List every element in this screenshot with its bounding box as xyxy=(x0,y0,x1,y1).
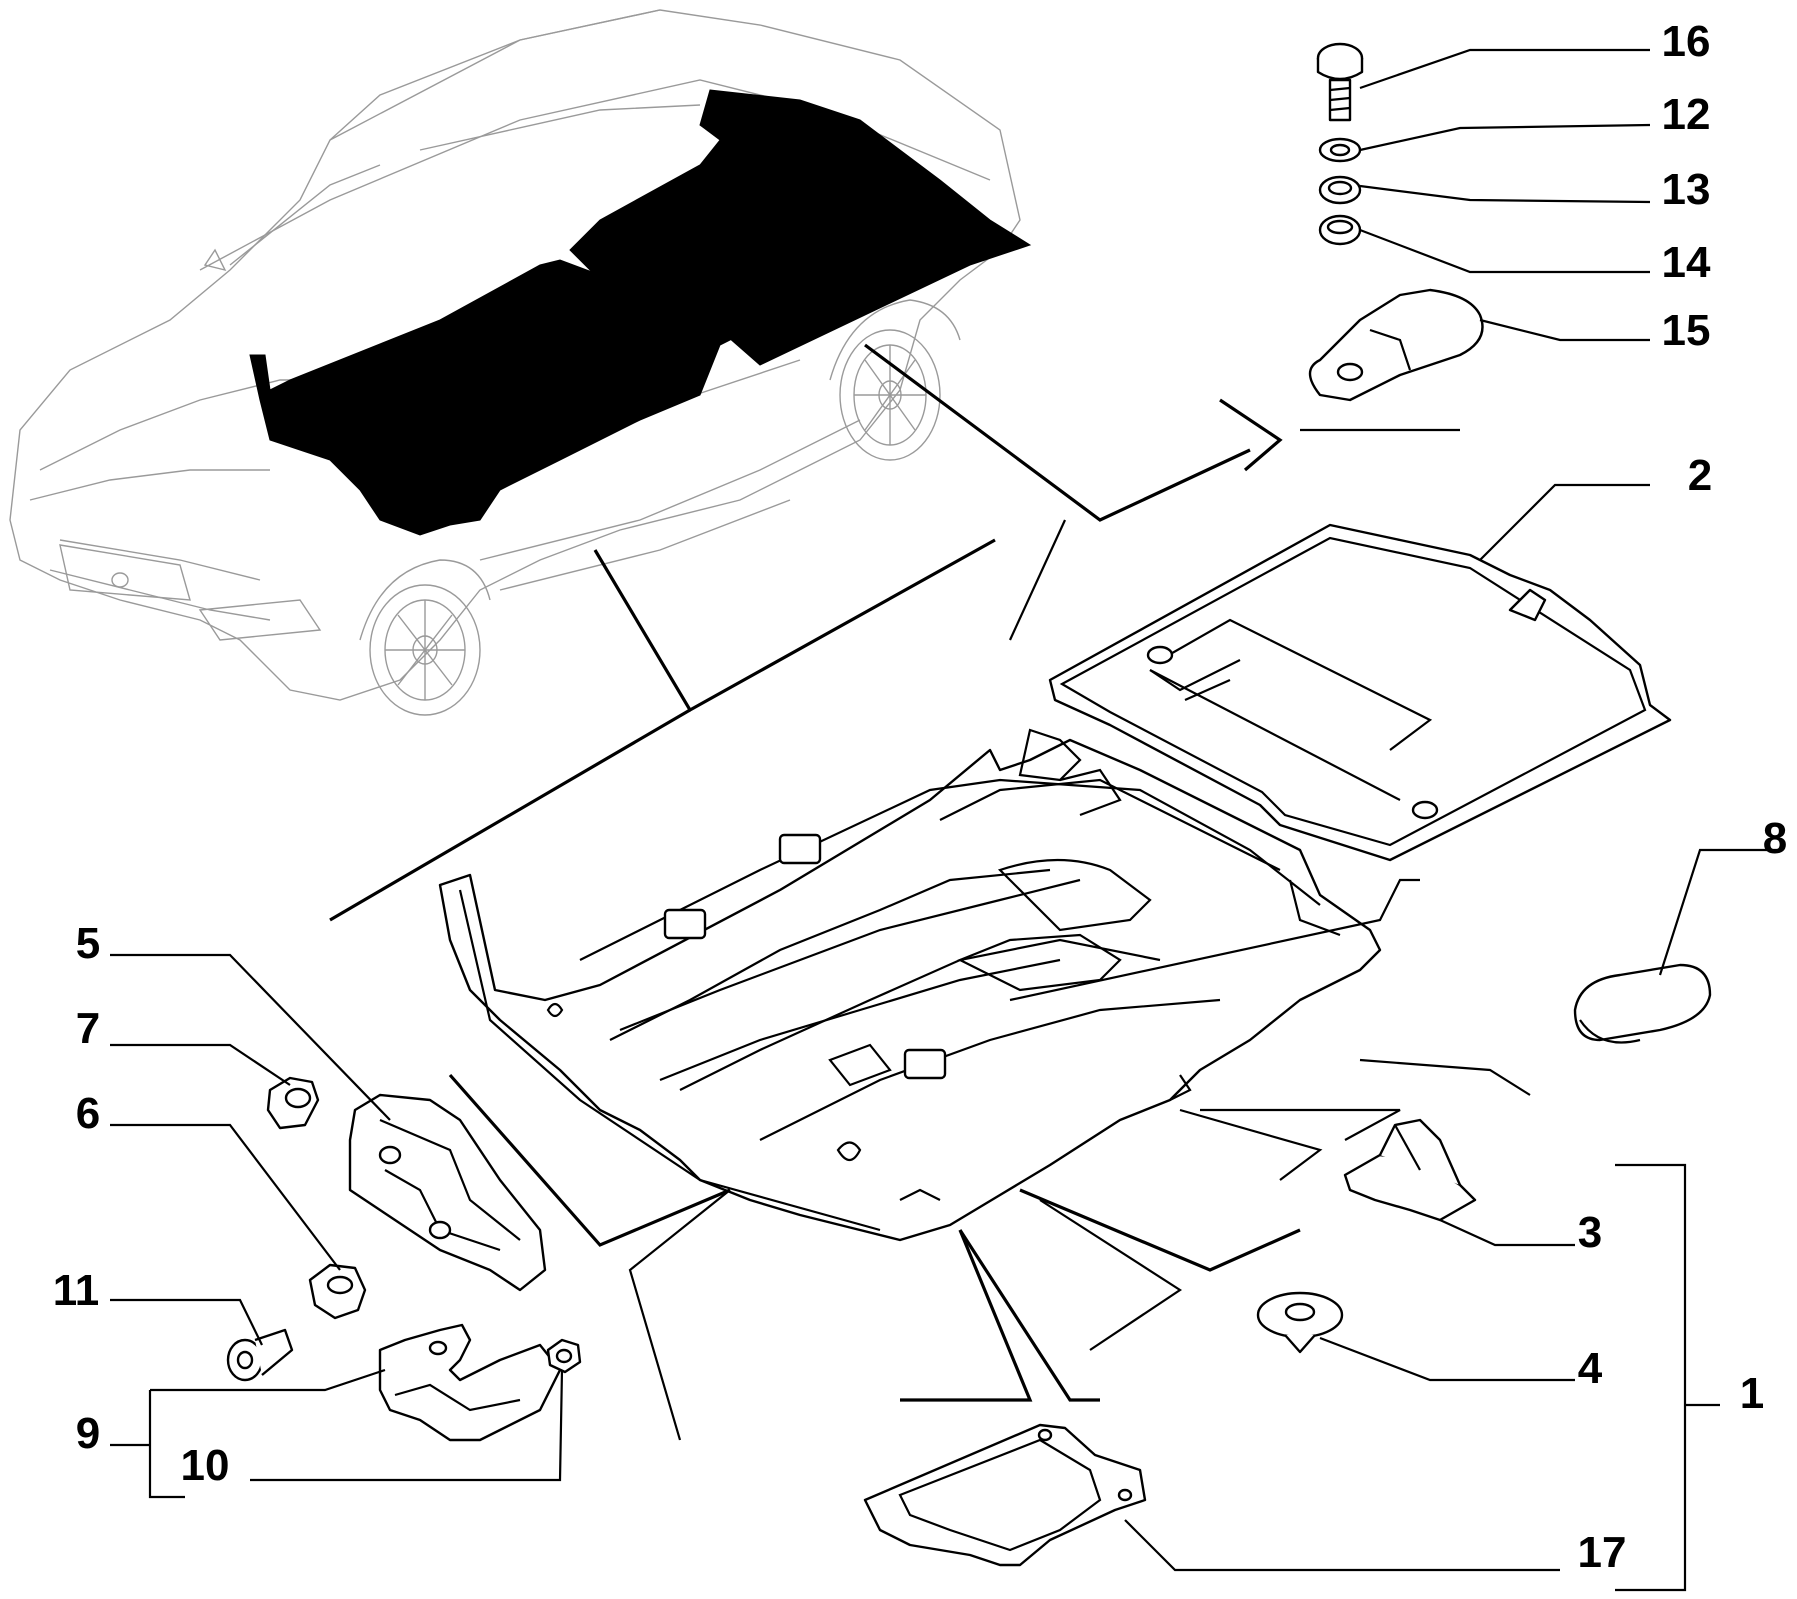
fastener-stack xyxy=(1308,42,1484,402)
callout-8: 8 xyxy=(1763,814,1787,863)
callout-12: 12 xyxy=(1662,90,1711,139)
callout-4: 4 xyxy=(1578,1344,1603,1393)
part-8-plug xyxy=(1573,963,1712,1044)
callout-17: 17 xyxy=(1578,1528,1627,1577)
callout-14: 14 xyxy=(1662,238,1711,287)
callout-15: 15 xyxy=(1662,306,1711,355)
callout-6: 6 xyxy=(76,1089,100,1138)
car-floor-highlight xyxy=(249,89,1032,536)
small-parts-right xyxy=(863,1118,1477,1567)
floor-leader-lines xyxy=(448,878,1531,1441)
callout-1: 1 xyxy=(1740,1369,1764,1418)
callout-labels: 16 12 13 14 15 2 8 5 7 6 11 9 10 3 4 1 1… xyxy=(53,17,1788,1577)
callout-9: 9 xyxy=(76,1409,100,1458)
callout-3: 3 xyxy=(1578,1208,1602,1257)
callout-13: 13 xyxy=(1662,165,1711,214)
callout-16: 16 xyxy=(1662,17,1711,66)
callout-7: 7 xyxy=(76,1004,100,1053)
callout-5: 5 xyxy=(76,919,100,968)
main-floor-carpet xyxy=(438,728,1382,1242)
callout-leaders xyxy=(110,48,1780,1592)
callout-11: 11 xyxy=(53,1266,100,1315)
small-parts-left xyxy=(226,1076,582,1442)
car-illustration xyxy=(9,9,1021,716)
car-leader-lines xyxy=(329,343,1460,922)
callout-2: 2 xyxy=(1688,451,1712,500)
callout-10: 10 xyxy=(181,1441,230,1490)
part-2-rear-carpet xyxy=(1048,523,1672,862)
